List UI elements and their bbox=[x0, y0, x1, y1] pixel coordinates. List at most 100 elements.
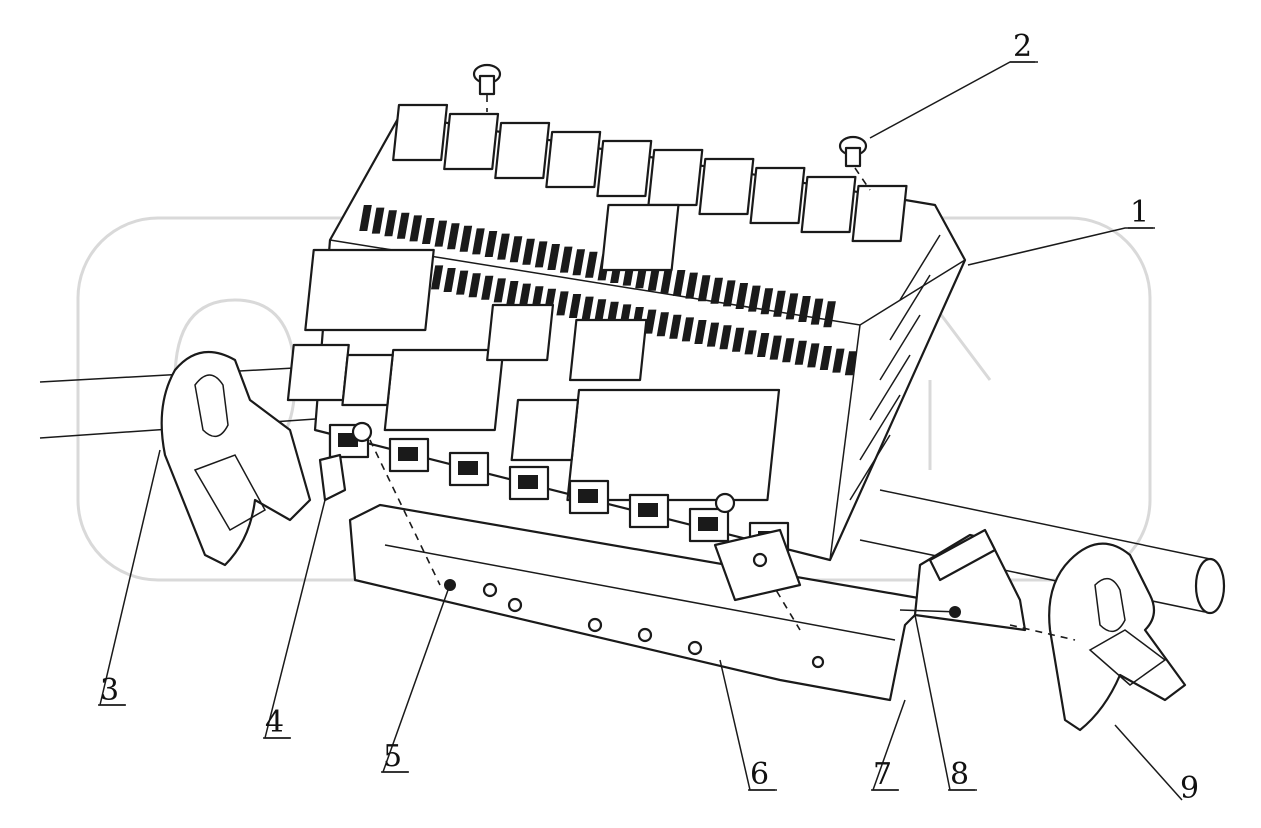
connector-port-pin bbox=[578, 489, 598, 503]
fuse bbox=[769, 335, 782, 360]
fuse bbox=[497, 233, 510, 260]
fuse bbox=[647, 264, 661, 291]
fuse bbox=[409, 215, 423, 242]
fuse bbox=[371, 207, 385, 234]
fuse bbox=[819, 346, 832, 370]
fuse bbox=[832, 348, 845, 373]
callout-8: 8 bbox=[950, 757, 969, 792]
fuse bbox=[706, 322, 720, 347]
fuse bbox=[697, 275, 711, 302]
fuse bbox=[559, 246, 573, 273]
fuse bbox=[669, 314, 682, 339]
fuse bbox=[722, 280, 736, 307]
relay-top bbox=[800, 175, 857, 234]
fuse bbox=[472, 228, 485, 255]
callout-labels: 1 2 3 4 5 6 7 8 9 bbox=[98, 29, 1199, 806]
fuse bbox=[594, 299, 607, 324]
fuse bbox=[785, 293, 799, 320]
fuse bbox=[694, 320, 707, 344]
connector-port-pin bbox=[698, 517, 718, 531]
right-bracket-part-7-8 bbox=[899, 528, 1076, 641]
callout-6: 6 bbox=[750, 757, 769, 792]
fuse bbox=[773, 290, 786, 317]
relay-top bbox=[545, 130, 602, 189]
fuse bbox=[719, 325, 732, 350]
fuse bbox=[823, 301, 836, 328]
connector-port-pin bbox=[398, 447, 418, 461]
screw-part-2-left bbox=[472, 63, 502, 112]
fuse-relay-box-part-1 bbox=[286, 103, 967, 562]
relay-top bbox=[392, 103, 449, 162]
callout-3: 3 bbox=[100, 673, 119, 708]
fuse bbox=[481, 275, 494, 300]
fuse bbox=[468, 273, 481, 298]
fuse bbox=[484, 231, 498, 257]
fuse bbox=[672, 270, 686, 296]
right-clip-part-9 bbox=[1048, 542, 1187, 732]
bracket-screws bbox=[318, 421, 802, 631]
fuse bbox=[782, 338, 795, 363]
fuse bbox=[735, 283, 749, 309]
connector-port bbox=[628, 493, 670, 529]
callout-5: 5 bbox=[383, 739, 402, 774]
fuse bbox=[568, 294, 582, 318]
fuse bbox=[430, 265, 444, 290]
fuse bbox=[810, 298, 824, 325]
fuse bbox=[509, 236, 523, 263]
relay-top bbox=[698, 157, 755, 216]
fuse bbox=[396, 212, 410, 239]
relay-top bbox=[494, 121, 551, 180]
fuse bbox=[757, 333, 770, 357]
fuse bbox=[744, 330, 757, 355]
fuse bbox=[731, 327, 745, 352]
fuse bbox=[572, 249, 586, 276]
relay-top bbox=[749, 166, 806, 225]
fuse bbox=[585, 251, 598, 278]
fuse bbox=[384, 210, 397, 237]
relay-top bbox=[851, 184, 908, 243]
connector-port-pin bbox=[458, 461, 478, 475]
fuse bbox=[359, 205, 372, 231]
callout-9: 9 bbox=[1180, 771, 1199, 806]
left-clip-part-3 bbox=[160, 350, 312, 567]
relay-top bbox=[443, 112, 500, 171]
callout-7: 7 bbox=[873, 757, 892, 792]
screw-part-2-right bbox=[838, 135, 871, 191]
fuse bbox=[710, 277, 724, 304]
fuse bbox=[656, 312, 669, 337]
fuse bbox=[644, 309, 657, 334]
fuse bbox=[518, 283, 531, 308]
fuse bbox=[447, 223, 460, 250]
cable-pipe bbox=[39, 365, 1226, 615]
fuse bbox=[443, 268, 456, 292]
fuse bbox=[556, 291, 569, 316]
connector-port-pin bbox=[518, 475, 538, 489]
fuse bbox=[581, 296, 594, 321]
relay-top bbox=[596, 139, 653, 198]
fuse bbox=[844, 351, 858, 376]
fuse bbox=[456, 270, 469, 295]
fuse bbox=[534, 241, 548, 268]
fuse bbox=[506, 281, 519, 305]
fuse bbox=[421, 218, 435, 244]
mounting-bracket-part-6 bbox=[348, 503, 932, 702]
fuse bbox=[493, 278, 506, 303]
fuse bbox=[748, 285, 761, 312]
fuse bbox=[681, 317, 695, 342]
callout-4: 4 bbox=[265, 705, 284, 740]
relay-top bbox=[647, 148, 704, 207]
callout-2: 2 bbox=[1013, 29, 1032, 64]
fuse bbox=[547, 244, 560, 270]
fuse bbox=[522, 238, 535, 265]
fuse bbox=[794, 340, 807, 365]
fuse bbox=[760, 288, 774, 315]
fuse bbox=[434, 220, 448, 247]
fuse bbox=[660, 267, 673, 294]
fuse bbox=[798, 296, 811, 322]
connector-port-pin bbox=[638, 503, 658, 517]
fuse bbox=[685, 272, 698, 299]
fuse bbox=[459, 225, 473, 252]
fuse bbox=[807, 343, 820, 368]
callout-1: 1 bbox=[1130, 195, 1149, 230]
